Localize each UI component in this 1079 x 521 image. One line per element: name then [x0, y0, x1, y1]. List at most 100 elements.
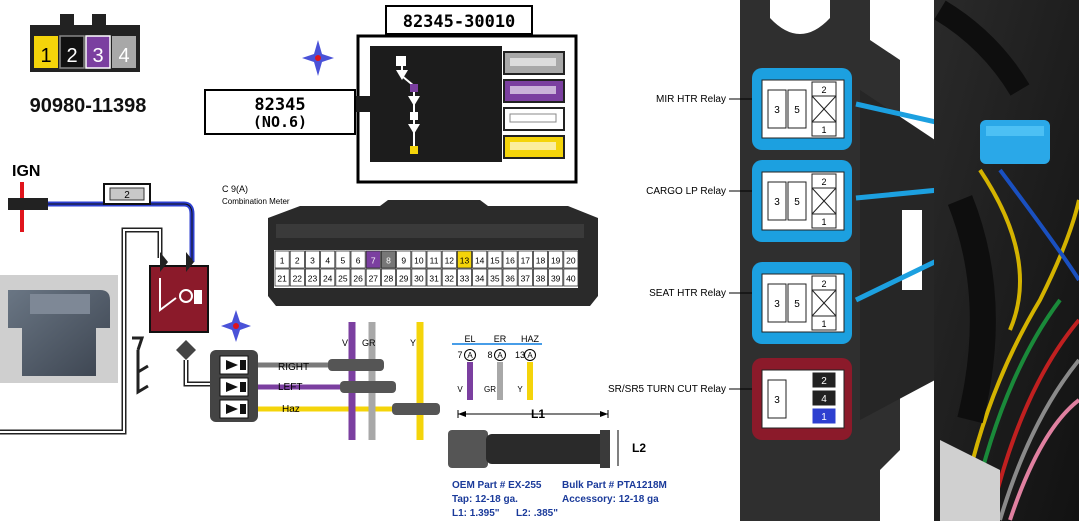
- meter-pin-cell: [320, 250, 336, 269]
- meter-pin-label: 21: [277, 274, 287, 284]
- pinout-pin-number: 13: [515, 350, 525, 360]
- meter-pin-cell: [350, 250, 366, 269]
- meter-pin-cell: [456, 268, 472, 287]
- pin-label: 3: [92, 45, 103, 67]
- meter-pin-cell: [517, 250, 533, 269]
- meter-pin-label: 19: [551, 256, 561, 266]
- meter-pin-label: 1: [280, 256, 285, 266]
- meter-pin-cell: [289, 268, 305, 287]
- pinout-circle-label: A: [527, 351, 533, 360]
- meter-pin-label: 14: [475, 256, 485, 266]
- meter-pin-cell: [274, 250, 290, 269]
- relay-label: SEAT HTR Relay: [649, 288, 726, 299]
- meter-pin-cell: [365, 250, 381, 269]
- pinout-circle-label: A: [467, 351, 473, 360]
- socket-label: (NO.6): [253, 113, 307, 131]
- meter-pin-label: 35: [490, 274, 500, 284]
- meter-pin-cell: [472, 250, 488, 269]
- sparkle-icon: [302, 40, 334, 76]
- meter-pin-cell: [396, 250, 412, 269]
- relay-pin: [811, 389, 837, 407]
- meter-pin-cell: [441, 250, 457, 269]
- relay-pin: [787, 89, 807, 129]
- relay-pin: [787, 181, 807, 221]
- meter-pin-label: 16: [505, 256, 515, 266]
- meter-pin-cell: [289, 250, 305, 269]
- pin-4-cell: [112, 36, 136, 68]
- meter-pin-cell: [548, 250, 564, 269]
- splice-connector: L1 L2 OEM Part # EX-255 Tap: 12-18 ga. L…: [448, 407, 667, 519]
- meter-pin-cell: [396, 268, 412, 287]
- pinout-wire-code: Y: [517, 385, 523, 394]
- meter-pin-cell: [411, 268, 427, 287]
- meter-pin-label: 23: [308, 274, 318, 284]
- wire-label-left: LEFT: [278, 382, 302, 393]
- relay-pin: [811, 407, 837, 425]
- meter-pin-cell: [365, 268, 381, 287]
- meter-pin-cell: [274, 268, 290, 287]
- pinout-pin-number: 7: [457, 350, 462, 360]
- meter-pin-cell: [533, 268, 549, 287]
- meter-pin-label: 12: [445, 256, 455, 266]
- meter-pin-label: 38: [536, 274, 546, 284]
- meter-pin-cell: [456, 250, 472, 269]
- wire-label-right: RIGHT: [278, 362, 309, 373]
- pin-label: 4: [118, 45, 129, 67]
- splice-l2: L2: [632, 441, 646, 455]
- wire-label: Y: [410, 338, 416, 348]
- pinout-connector-circle: [464, 349, 476, 361]
- meter-pin-cell: [426, 250, 442, 269]
- relay-pin-label: 1: [821, 319, 826, 329]
- flasher-relay: [132, 252, 214, 395]
- meter-pin-label: 28: [384, 274, 394, 284]
- meter-pin-label: 18: [536, 256, 546, 266]
- pinout-circle-label: A: [497, 351, 503, 360]
- meter-pin-label: 25: [338, 274, 348, 284]
- pinout-wire-code: GR: [484, 385, 496, 394]
- meter-pin-label: 15: [490, 256, 500, 266]
- relay-pin: [767, 283, 787, 323]
- relay-label: CARGO LP Relay: [646, 186, 726, 197]
- vertical-wires: V GR Y: [328, 322, 440, 440]
- meter-pin-cell: [380, 250, 396, 269]
- splice-l1: L1: [531, 407, 545, 421]
- meter-pin-label: 9: [401, 256, 406, 266]
- pinout-column-name: EL: [464, 334, 475, 344]
- relay-pin-label: 1: [821, 217, 826, 227]
- blade-fuse-photo: [0, 275, 118, 383]
- relay-block-82345: 82345-30010 82345 (NO.6): [204, 5, 578, 184]
- relay-pin-label: 2: [821, 85, 826, 95]
- ign-circuit: IGN 2: [0, 163, 195, 435]
- meter-pin-cell: [487, 250, 503, 269]
- meter-pin-cell: [472, 268, 488, 287]
- tap-gauge: Tap: 12-18 ga.: [452, 494, 518, 505]
- relay-pin: [767, 181, 787, 221]
- pin-label: 1: [40, 45, 51, 67]
- meter-pin-cell: [350, 268, 366, 287]
- meter-pin-label: 2: [295, 256, 300, 266]
- connector-90980-11398: 1 2 3 4 90980-11398: [30, 14, 146, 117]
- meter-pin-label: 36: [505, 274, 515, 284]
- pinout-connector-circle: [524, 349, 536, 361]
- meter-pin-label: 26: [353, 274, 363, 284]
- meter-pin-cell: [304, 250, 320, 269]
- meter-pin-cell: [517, 268, 533, 287]
- pinout-pin-number: 8: [487, 350, 492, 360]
- pin-1-cell: [34, 36, 58, 68]
- meter-pin-label: 10: [414, 256, 424, 266]
- relay-pin-label: 1: [821, 125, 826, 135]
- meter-pin-cell: [380, 268, 396, 287]
- meter-pin-label: 37: [521, 274, 531, 284]
- relay-pin-label: 3: [774, 395, 780, 406]
- meter-pin-cell: [563, 268, 579, 287]
- relay-pin-label: 2: [821, 177, 826, 187]
- meter-pin-label: 33: [460, 274, 470, 284]
- wire-label: GR: [362, 338, 376, 348]
